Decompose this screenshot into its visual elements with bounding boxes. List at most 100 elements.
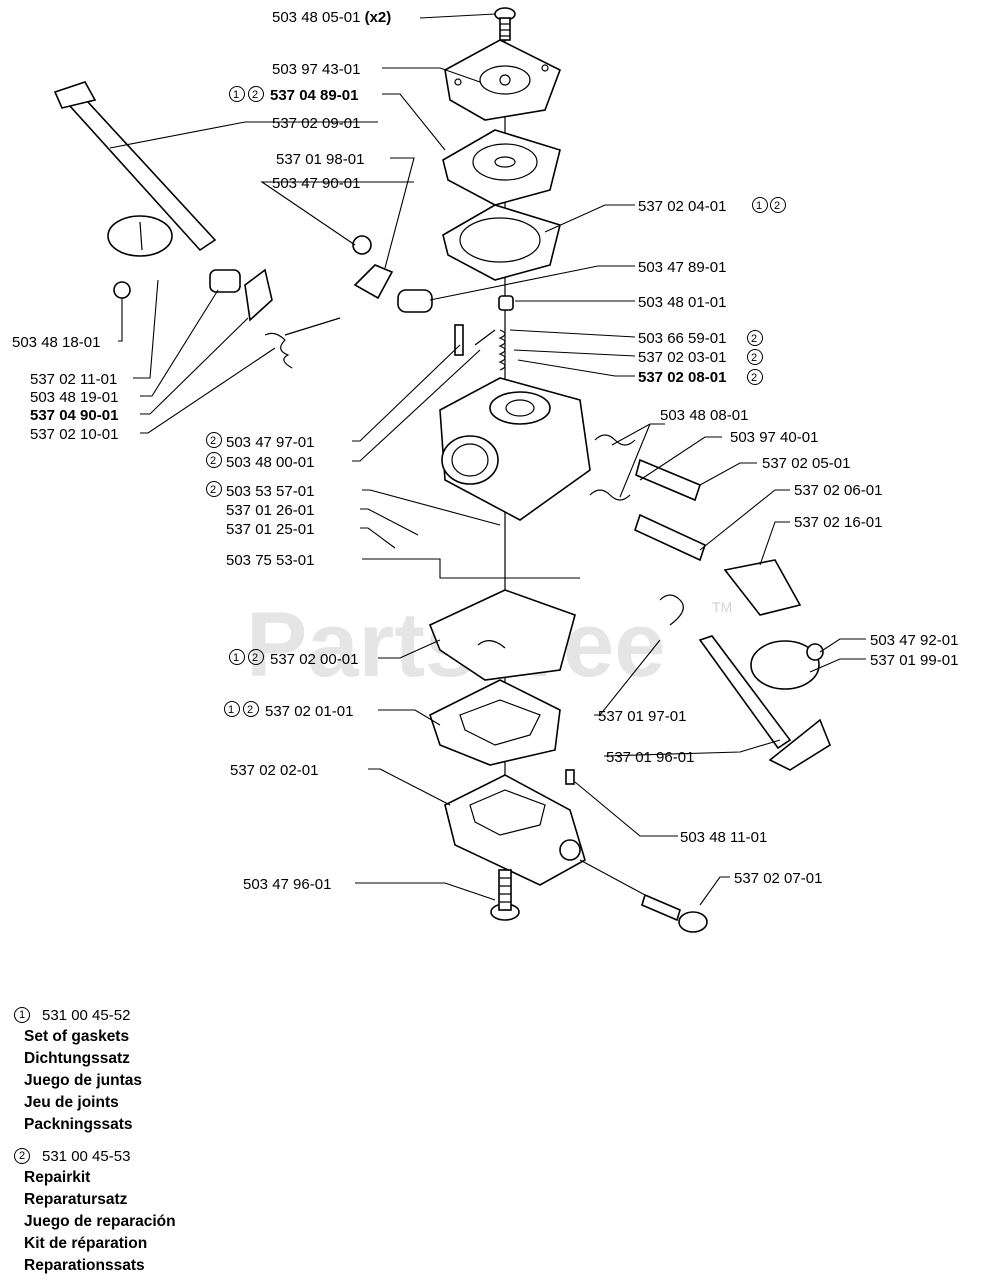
svg-text:2: 2 bbox=[751, 372, 757, 384]
callout-c36: 503 48 11-01 bbox=[680, 829, 767, 846]
callout-c25-marker: 2 bbox=[206, 481, 222, 497]
pump-gasket-part bbox=[429, 679, 561, 766]
callout-c17: 537 02 10-01 bbox=[30, 426, 118, 443]
top-screw-part bbox=[494, 7, 516, 41]
kit-gaskets-part-number: 531 00 45-52 bbox=[42, 1006, 131, 1024]
kit-marker-1: 1 bbox=[14, 1007, 30, 1023]
callout-c35: 537 02 02-01 bbox=[230, 762, 318, 779]
kit-repair-name-sv: Reparationssats bbox=[24, 1257, 145, 1274]
callout-c19: 503 48 00-01 bbox=[226, 454, 314, 471]
callout-c15: 503 48 19-01 bbox=[30, 389, 118, 406]
kit-legend: 1 531 00 45-52 Set of gaskets Dichtungss… bbox=[14, 1004, 414, 1286]
callout-c30: 503 47 92-01 bbox=[870, 632, 958, 649]
bracket-parts bbox=[352, 235, 433, 313]
callout-c06: 503 47 90-01 bbox=[272, 175, 360, 192]
callout-c21: 503 97 40-01 bbox=[730, 429, 818, 446]
callout-c01: 503 48 05-01 (x2) bbox=[272, 9, 391, 26]
callout-c24: 537 02 16-01 bbox=[794, 514, 882, 531]
watermark-tm: TM bbox=[712, 599, 732, 615]
svg-text:2: 2 bbox=[247, 704, 253, 716]
choke-shaft-part bbox=[659, 594, 831, 771]
svg-text:2: 2 bbox=[252, 89, 258, 101]
parts-drawing bbox=[53, 7, 831, 933]
diaphragm-part bbox=[442, 129, 561, 206]
callout-c02: 503 97 43-01 bbox=[272, 61, 360, 78]
callout-c32: 537 02 01-01 bbox=[265, 703, 353, 720]
callout-c14: 537 02 11-01 bbox=[30, 371, 117, 388]
callout-c11-marker: 2 bbox=[747, 349, 763, 365]
callout-c12-marker: 2 bbox=[747, 369, 763, 385]
pump-diaphragm-part bbox=[428, 589, 576, 681]
kit-repair: 2 531 00 45-53 Repairkit Reparatursatz J… bbox=[14, 1145, 414, 1277]
callout-c11: 537 02 03-01 bbox=[638, 349, 726, 366]
kit-gaskets-name-fr: Jeu de joints bbox=[24, 1094, 119, 1111]
exploded-parts-diagram: PartsTree TM bbox=[12, 7, 958, 933]
kit-repair-name-fr: Kit de réparation bbox=[24, 1235, 148, 1252]
kit-gaskets: 1 531 00 45-52 Set of gaskets Dichtungss… bbox=[14, 1004, 414, 1136]
carburetor-body-part bbox=[439, 377, 591, 521]
callout-c38: 537 02 07-01 bbox=[734, 870, 822, 887]
throttle-shaft-part bbox=[53, 81, 217, 257]
pump-cover-part bbox=[444, 769, 586, 886]
svg-text:2: 2 bbox=[210, 484, 216, 496]
svg-text:2: 2 bbox=[751, 333, 757, 345]
kit-repair-part-number: 531 00 45-53 bbox=[42, 1147, 131, 1165]
callout-c10: 503 66 59-01 bbox=[638, 330, 726, 347]
callout-c29: 537 02 00-01 bbox=[270, 651, 358, 668]
callout-c09: 503 48 01-01 bbox=[638, 294, 726, 311]
callout-c23: 537 02 06-01 bbox=[794, 482, 882, 499]
callout-c03: 537 04 89-01 bbox=[270, 87, 358, 104]
callout-c16: 537 04 90-01 bbox=[30, 407, 118, 424]
callout-c04: 537 02 09-01 bbox=[272, 115, 360, 132]
callout-c05: 537 01 98-01 bbox=[276, 151, 364, 168]
svg-text:2: 2 bbox=[210, 455, 216, 467]
callout-c27: 537 01 25-01 bbox=[226, 521, 314, 538]
callout-c18: 503 47 97-01 bbox=[226, 434, 314, 451]
callout-c19-marker: 2 bbox=[206, 452, 222, 468]
bottom-screws-parts bbox=[490, 869, 708, 933]
left-small-parts bbox=[113, 268, 341, 369]
callout-c26: 537 01 26-01 bbox=[226, 502, 314, 519]
svg-text:1: 1 bbox=[228, 704, 234, 716]
kit-gaskets-name-sv: Packningssats bbox=[24, 1116, 133, 1133]
cover-plate-part bbox=[444, 39, 562, 121]
svg-text:2: 2 bbox=[774, 200, 780, 212]
needle-valve-parts bbox=[454, 295, 514, 371]
callout-c22: 537 02 05-01 bbox=[762, 455, 850, 472]
callout-c33: 537 01 97-01 bbox=[598, 708, 686, 725]
svg-text:1: 1 bbox=[233, 89, 239, 101]
callout-c34: 537 01 96-01 bbox=[606, 749, 694, 766]
gasket-top-part bbox=[442, 204, 561, 281]
kit-gaskets-name-es: Juego de juntas bbox=[24, 1072, 142, 1089]
leader-lines bbox=[109, 13, 866, 906]
kit-repair-name-en: Repairkit bbox=[24, 1169, 91, 1186]
svg-text:2: 2 bbox=[252, 652, 258, 664]
svg-text:1: 1 bbox=[233, 652, 239, 664]
kit-gaskets-name-en: Set of gaskets bbox=[24, 1028, 130, 1045]
callout-c10-marker: 2 bbox=[747, 330, 763, 346]
callout-c18-marker: 2 bbox=[206, 432, 222, 448]
callout-c20: 503 48 08-01 bbox=[660, 407, 748, 424]
kit-marker-2: 2 bbox=[14, 1148, 30, 1164]
callout-c08: 503 47 89-01 bbox=[638, 259, 726, 276]
callout-c25: 503 53 57-01 bbox=[226, 483, 314, 500]
svg-text:2: 2 bbox=[210, 435, 216, 447]
svg-text:1: 1 bbox=[756, 200, 762, 212]
callout-c13: 503 48 18-01 bbox=[12, 334, 100, 351]
callout-c12: 537 02 08-01 bbox=[638, 369, 726, 386]
kit-repair-name-de: Reparatursatz bbox=[24, 1191, 128, 1208]
svg-text:2: 2 bbox=[751, 352, 757, 364]
kit-gaskets-header: 1 531 00 45-52 bbox=[14, 1004, 414, 1026]
mixture-screws-parts bbox=[589, 434, 802, 616]
callout-c07: 537 02 04-01 bbox=[638, 198, 726, 215]
callout-c37: 503 47 96-01 bbox=[243, 876, 331, 893]
kit-repair-header: 2 531 00 45-53 bbox=[14, 1145, 414, 1167]
callout-c28: 503 75 53-01 bbox=[226, 552, 314, 569]
callout-c31: 537 01 99-01 bbox=[870, 652, 958, 669]
kit-gaskets-name-de: Dichtungssatz bbox=[24, 1050, 130, 1067]
